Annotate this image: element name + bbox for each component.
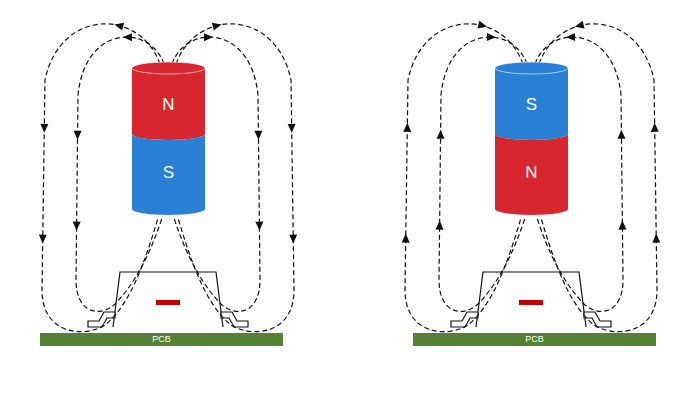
- field-arrow: [437, 130, 445, 139]
- field-lines: [405, 24, 657, 332]
- field-arrow: [403, 123, 411, 132]
- magnet-body: [132, 68, 205, 140]
- package-body: [476, 272, 586, 327]
- pcb-board: PCB: [413, 333, 656, 346]
- field-lines: [42, 24, 294, 332]
- pole-label: S: [526, 96, 537, 113]
- board-label: PCB: [525, 335, 544, 344]
- pole-label: N: [525, 164, 537, 181]
- pcb-board: PCB: [40, 333, 283, 346]
- field-arrow: [40, 124, 48, 133]
- sensor-panel: [39, 21, 298, 332]
- field-arrow: [255, 222, 263, 231]
- field-arrow: [73, 222, 81, 231]
- field-arrow: [651, 123, 659, 132]
- magnet-top-face: [132, 62, 205, 74]
- hall-element: [156, 300, 180, 305]
- package-pin: [88, 312, 115, 327]
- package-pin: [221, 312, 248, 327]
- field-arrow: [74, 131, 82, 140]
- field-arrow: [574, 21, 585, 31]
- field-arrow: [288, 124, 296, 133]
- magnet-body: [132, 134, 205, 215]
- pole-label: N: [162, 96, 174, 113]
- magnet-pole: S: [132, 134, 205, 216]
- hall-element: [519, 300, 543, 305]
- package-body: [113, 272, 223, 327]
- field-arrow: [618, 221, 626, 230]
- magnet-top-face: [495, 62, 568, 74]
- package-pin: [584, 312, 611, 327]
- field-arrow: [487, 33, 496, 41]
- field-arrow: [39, 235, 47, 244]
- field-arrow: [212, 21, 223, 31]
- pole-label: S: [163, 164, 174, 181]
- field-arrow: [436, 221, 444, 230]
- magnet-pole: N: [132, 62, 205, 140]
- field-arrow: [123, 33, 132, 41]
- ic-package: [451, 272, 611, 327]
- sensor-panel: [402, 21, 661, 332]
- field-arrow: [204, 33, 213, 41]
- field-arrow: [402, 234, 410, 243]
- board-label: PCB: [152, 335, 171, 344]
- ic-package: [88, 272, 248, 327]
- magnet-pole: S: [495, 62, 568, 140]
- field-arrow: [566, 33, 575, 41]
- field-arrow: [289, 235, 297, 244]
- magnet-pole: N: [495, 134, 568, 216]
- field-arrow: [113, 21, 124, 31]
- package-pin: [451, 312, 478, 327]
- magnet-body: [495, 68, 568, 140]
- field-arrow: [617, 130, 625, 139]
- field-arrow: [254, 131, 262, 140]
- magnet-body: [495, 134, 568, 215]
- field-arrow: [477, 21, 488, 31]
- field-arrow: [652, 234, 660, 243]
